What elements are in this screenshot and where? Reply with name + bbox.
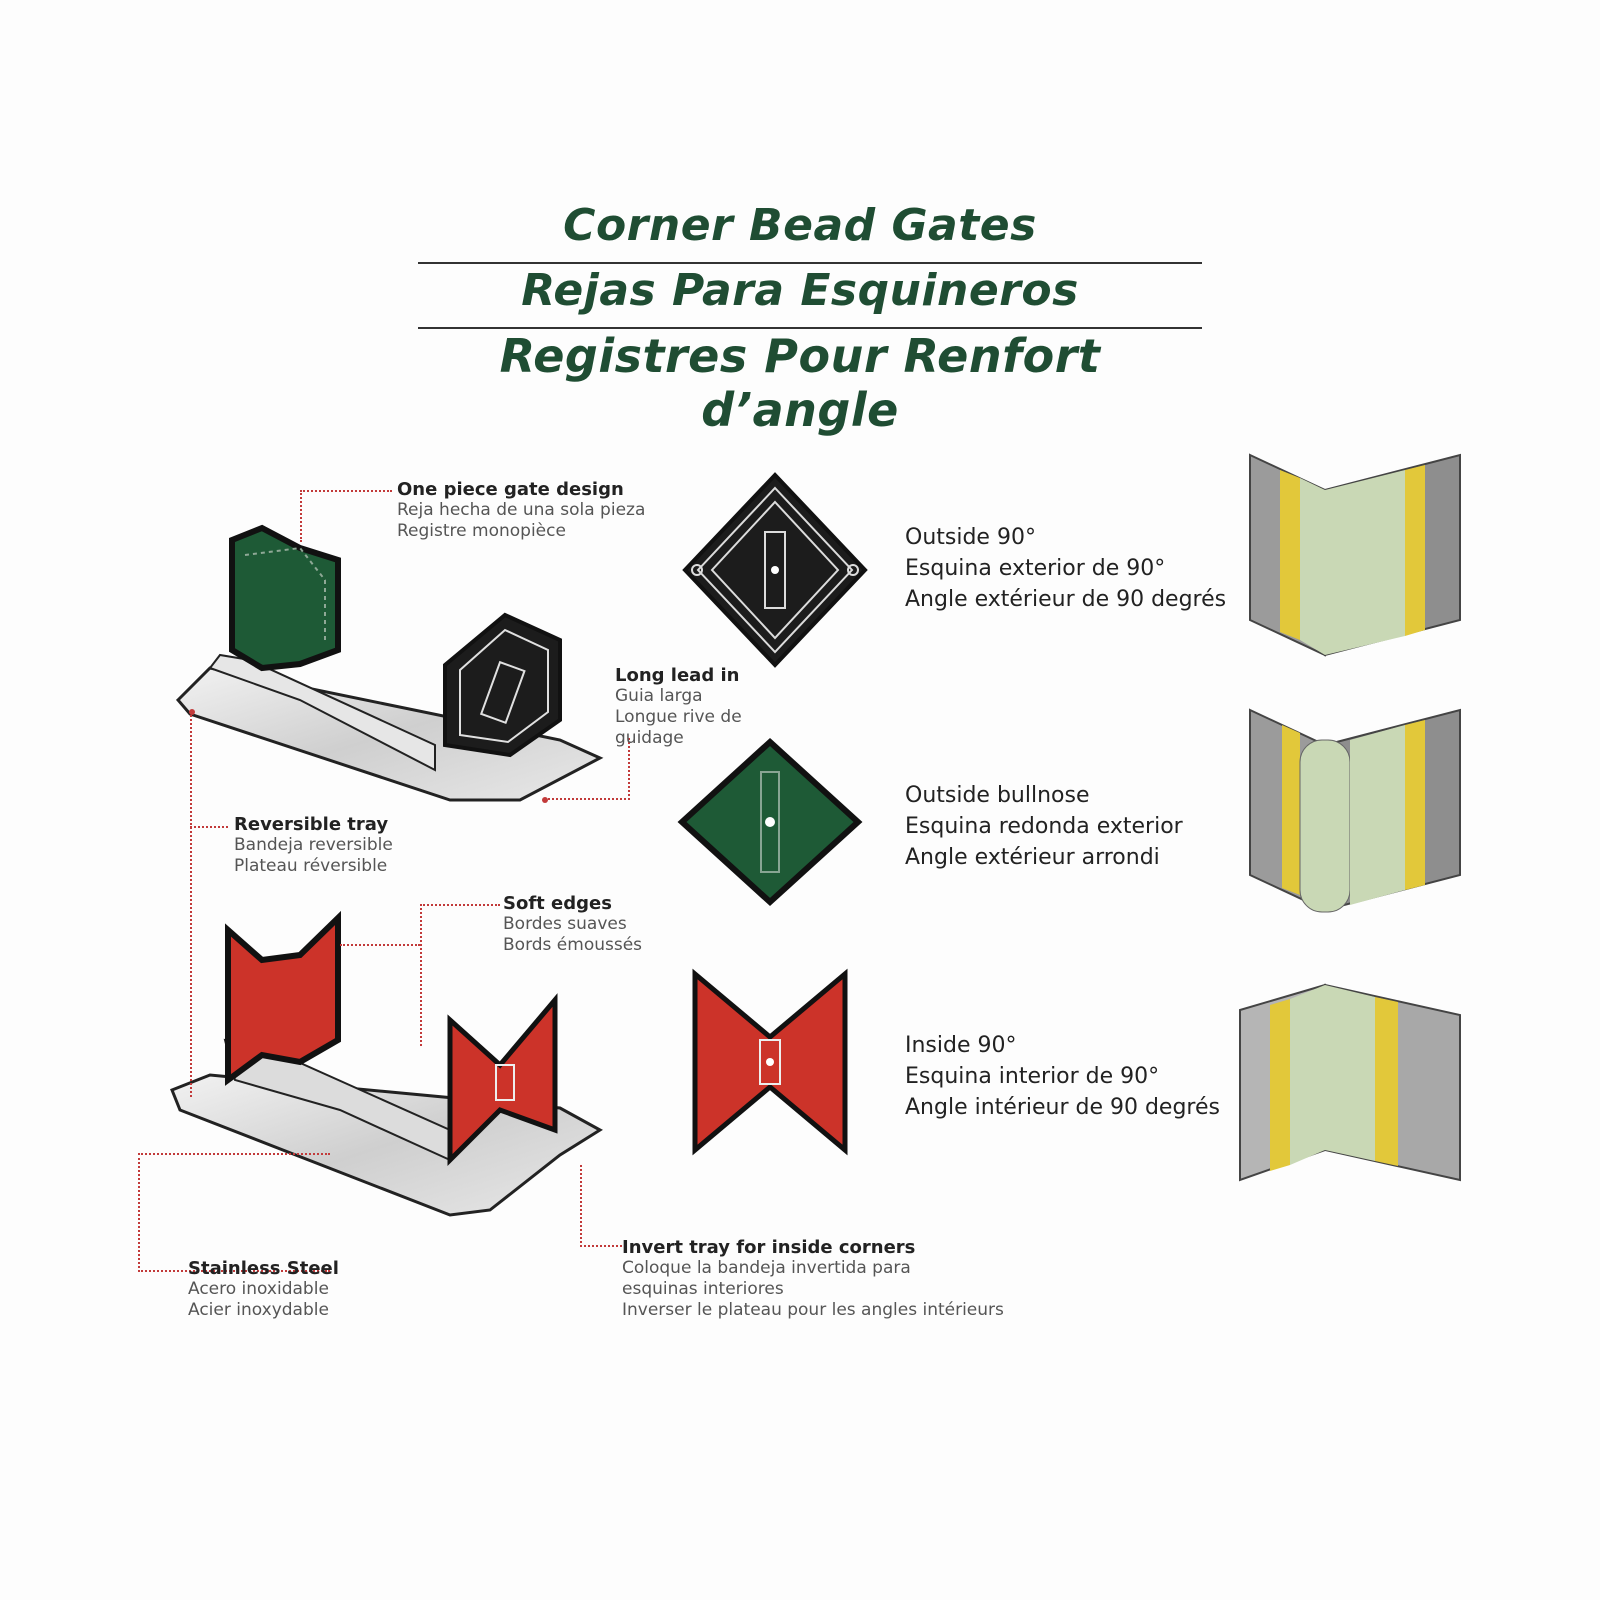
leader-stainless bbox=[138, 1153, 330, 1272]
bottom-tray-assembly bbox=[170, 910, 603, 1217]
center-gate-black bbox=[682, 472, 868, 668]
black-gate-piece bbox=[443, 612, 562, 758]
leader-one-piece bbox=[300, 490, 392, 542]
top-tray-wall bbox=[208, 653, 436, 772]
center-gate-green bbox=[677, 737, 863, 907]
leader-soft-edges bbox=[420, 904, 500, 1046]
corner-inside-90 bbox=[1239, 983, 1461, 1182]
corner-outside-90 bbox=[1249, 453, 1461, 657]
callout-soft-edges: Soft edges Bordes suaves Bords émoussés bbox=[503, 893, 643, 955]
leader-soft-edges-tick bbox=[340, 944, 420, 947]
callout-long-lead: Long lead in Guia larga Longue rive de g… bbox=[615, 665, 742, 748]
title-french: Registres Pour Renfort d’angle bbox=[499, 329, 1101, 437]
callout-invert-tray: Invert tray for inside corners Coloque l… bbox=[622, 1237, 1004, 1320]
type-label-outside-bullnose: Outside bullnose Esquina redonda exterio… bbox=[905, 783, 1183, 870]
type-label-inside-90: Inside 90° Esquina interior de 90° Angle… bbox=[905, 1033, 1220, 1120]
title-spanish: Rejas Para Esquineros bbox=[521, 265, 1079, 316]
leader-invert bbox=[580, 1165, 622, 1247]
type-label-outside-90: Outside 90° Esquina exterior de 90° Angl… bbox=[905, 525, 1227, 612]
leader-long-lead bbox=[548, 738, 630, 800]
red-gate-piece-left bbox=[225, 910, 341, 1086]
top-tray-assembly bbox=[175, 524, 604, 803]
leader-reversible bbox=[190, 712, 232, 1097]
title-rule-1 bbox=[418, 262, 1202, 264]
callout-stainless-steel: Stainless Steel Acero inoxidable Acier i… bbox=[188, 1258, 339, 1320]
callout-reversible-tray: Reversible tray Bandeja reversible Plate… bbox=[234, 814, 393, 876]
title-rule-2 bbox=[418, 327, 1202, 329]
center-gate-red bbox=[692, 968, 848, 1156]
title-english: Corner Bead Gates bbox=[563, 200, 1037, 251]
leader-reversible-tick bbox=[190, 826, 228, 829]
corner-outside-bullnose bbox=[1249, 708, 1461, 913]
callout-one-piece: One piece gate design Reja hecha de una … bbox=[397, 479, 646, 541]
